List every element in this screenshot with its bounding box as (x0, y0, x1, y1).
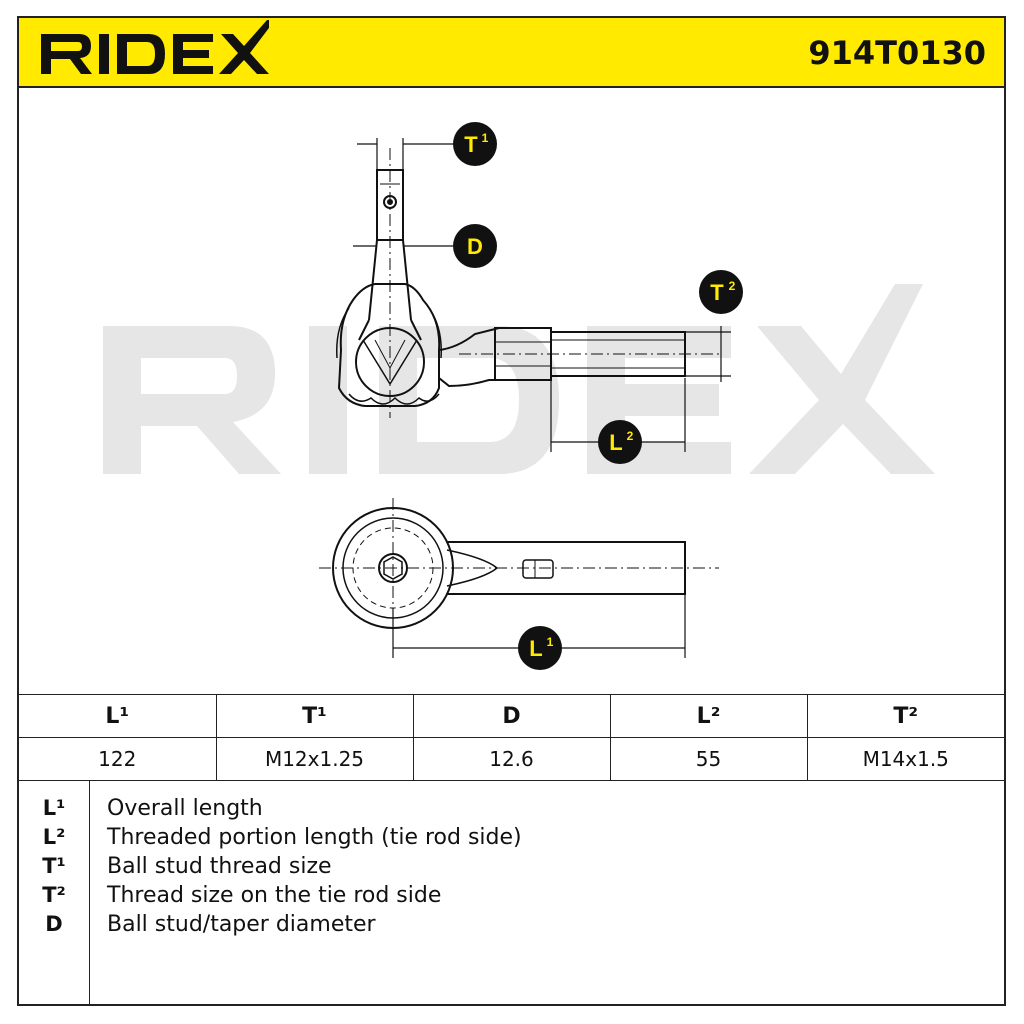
spec-header-d: D (413, 694, 611, 738)
legend-symbol: D (45, 912, 63, 936)
callout-l1: L 1 (518, 626, 562, 670)
top-view (319, 498, 719, 648)
callout-d-letter: D (467, 234, 483, 259)
dimension-lines (353, 138, 731, 658)
spec-header-t2: T² (807, 694, 1004, 738)
spec-value-t2: M14x1.5 (807, 737, 1004, 781)
product-sheet: 914T0130 (17, 16, 1006, 1006)
legend-item: L¹ Overall length (19, 796, 1004, 825)
callout-t2: T 2 (699, 270, 743, 314)
part-number: 914T0130 (808, 34, 986, 72)
legend-symbol: L² (42, 825, 66, 849)
legend-symbol: T¹ (42, 854, 66, 878)
legend-text: Ball stud/taper diameter (107, 912, 376, 937)
callout-t1-sup: 1 (482, 131, 489, 145)
legend-item: D Ball stud/taper diameter (19, 912, 1004, 941)
callout-t1: T 1 (453, 122, 497, 166)
legend-item: T² Thread size on the tie rod side (19, 883, 1004, 912)
callout-l2-letter: L (609, 430, 622, 455)
header-bar: 914T0130 (19, 18, 1004, 88)
spec-header-l2: L² (610, 694, 808, 738)
legend-symbol: T² (42, 883, 66, 907)
legend-item: L² Threaded portion length (tie rod side… (19, 825, 1004, 854)
legend-text: Overall length (107, 796, 263, 821)
spec-table: L¹ T¹ D L² T² 122 M12x1.25 12.6 55 M14x1… (19, 694, 1004, 781)
technical-drawing: T 1 D T 2 L 2 L 1 (103, 122, 935, 670)
legend: L¹ Overall length L² Threaded portion le… (19, 780, 1004, 1006)
legend-text: Ball stud thread size (107, 854, 332, 879)
spec-value-d: 12.6 (413, 737, 611, 781)
spec-header-l1: L¹ (19, 694, 217, 738)
legend-symbol: L¹ (42, 796, 66, 820)
side-view (336, 148, 719, 418)
callout-l1-sup: 1 (547, 635, 554, 649)
callout-t2-sup: 2 (729, 279, 736, 293)
ridex-logo (41, 20, 269, 74)
spec-value-l1: 122 (19, 737, 217, 781)
callout-l2: L 2 (598, 420, 642, 464)
legend-item: T¹ Ball stud thread size (19, 854, 1004, 883)
callout-d: D (453, 224, 497, 268)
callout-t2-letter: T (710, 280, 724, 305)
callout-t1-letter: T (464, 132, 478, 157)
callout-l1-letter: L (529, 636, 542, 661)
spec-value-t1: M12x1.25 (216, 737, 414, 781)
spec-value-row: 122 M12x1.25 12.6 55 M14x1.5 (19, 737, 1004, 781)
spec-value-l2: 55 (610, 737, 808, 781)
callout-l2-sup: 2 (627, 429, 634, 443)
spec-header-row: L¹ T¹ D L² T² (19, 694, 1004, 738)
spec-header-t1: T¹ (216, 694, 414, 738)
legend-symbol-column (19, 780, 90, 1006)
legend-text: Thread size on the tie rod side (107, 883, 442, 908)
legend-text: Threaded portion length (tie rod side) (107, 825, 522, 850)
